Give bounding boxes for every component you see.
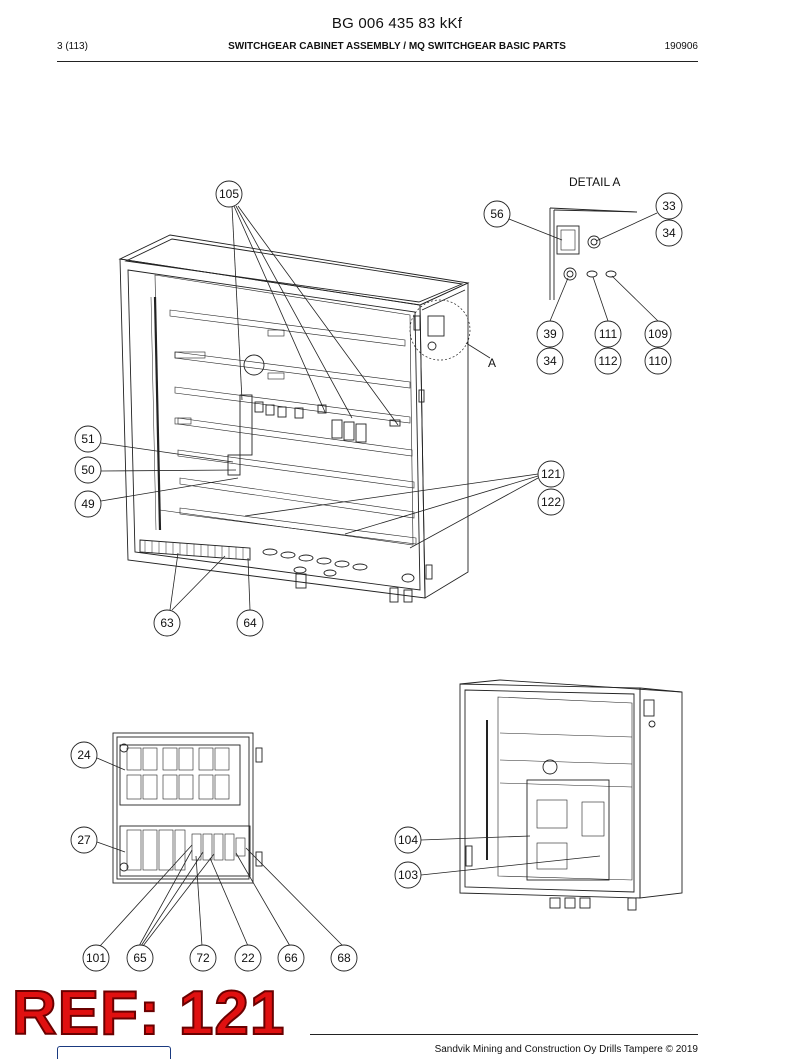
- callout-33: 33: [655, 192, 683, 220]
- callout-72: 72: [189, 944, 217, 972]
- callout-51: 51: [74, 425, 102, 453]
- callout-63: 63: [153, 609, 181, 637]
- reference-stamp: REF: 121: [11, 979, 286, 1048]
- callout-66: 66: [277, 944, 305, 972]
- detail-marker-label: A: [488, 356, 496, 370]
- svg-text:34: 34: [662, 226, 676, 240]
- second-cabinet-drawing: [459, 679, 683, 911]
- callout-101: 101: [82, 944, 110, 972]
- svg-text:65: 65: [133, 951, 147, 965]
- svg-text:103: 103: [398, 868, 418, 882]
- svg-text:109: 109: [648, 327, 668, 341]
- callout-34-bottom: 34: [536, 347, 564, 375]
- callout-103: 103: [394, 861, 422, 889]
- svg-text:111: 111: [599, 327, 618, 341]
- main-cabinet-drawing: A: [118, 234, 496, 603]
- page-number: 3 (113): [57, 41, 88, 52]
- section-title: SWITCHGEAR CABINET ASSEMBLY / MQ SWITCHG…: [228, 41, 566, 52]
- callout-50: 50: [74, 456, 102, 484]
- callout-105: 105: [215, 180, 243, 208]
- svg-text:56: 56: [490, 207, 504, 221]
- svg-text:27: 27: [77, 833, 91, 847]
- detail-title: DETAIL A: [569, 175, 620, 189]
- svg-text:68: 68: [337, 951, 351, 965]
- callout-112: 112: [594, 347, 622, 375]
- svg-text:105: 105: [219, 187, 239, 201]
- callout-111: 111: [594, 320, 622, 348]
- svg-text:64: 64: [243, 616, 257, 630]
- callout-110: 110: [644, 347, 672, 375]
- svg-text:33: 33: [662, 199, 676, 213]
- header-rule: [57, 61, 698, 62]
- callout-65: 65: [126, 944, 154, 972]
- detail-a-drawing: DETAIL A: [549, 175, 638, 300]
- callout-122: 122: [537, 488, 565, 516]
- svg-text:122: 122: [541, 495, 561, 509]
- footer-copyright: Sandvik Mining and Construction Oy Drill…: [434, 1044, 698, 1055]
- revision-date: 190906: [664, 41, 698, 52]
- svg-text:112: 112: [598, 354, 617, 368]
- callout-104: 104: [394, 826, 422, 854]
- svg-text:101: 101: [86, 951, 106, 965]
- svg-text:51: 51: [81, 432, 95, 446]
- footer-rule: [310, 1034, 698, 1035]
- callout-27: 27: [70, 826, 98, 854]
- callout-24: 24: [70, 741, 98, 769]
- callout-22: 22: [234, 944, 262, 972]
- callout-56: 56: [483, 200, 511, 228]
- callout-109: 109: [644, 320, 672, 348]
- svg-text:22: 22: [241, 951, 255, 965]
- svg-text:66: 66: [284, 951, 298, 965]
- callout-49: 49: [74, 490, 102, 518]
- callout-34-top: 34: [655, 219, 683, 247]
- callout-64: 64: [236, 609, 264, 637]
- callouts: 105 56 33 34 39 34 111 112 109 110 51 50…: [70, 180, 683, 972]
- terminal-box-drawing: [112, 732, 263, 884]
- callout-121: 121: [537, 460, 565, 488]
- document-id: BG 006 435 83 kKf: [331, 15, 463, 32]
- callout-39: 39: [536, 320, 564, 348]
- svg-text:72: 72: [196, 951, 210, 965]
- svg-text:50: 50: [81, 463, 95, 477]
- svg-text:34: 34: [543, 354, 557, 368]
- svg-text:104: 104: [398, 833, 418, 847]
- svg-text:110: 110: [648, 354, 667, 368]
- leader-lines: [96, 205, 659, 947]
- callout-68: 68: [330, 944, 358, 972]
- svg-text:39: 39: [543, 327, 557, 341]
- svg-text:49: 49: [81, 497, 95, 511]
- svg-text:63: 63: [160, 616, 174, 630]
- svg-text:24: 24: [77, 748, 91, 762]
- svg-text:121: 121: [541, 467, 561, 481]
